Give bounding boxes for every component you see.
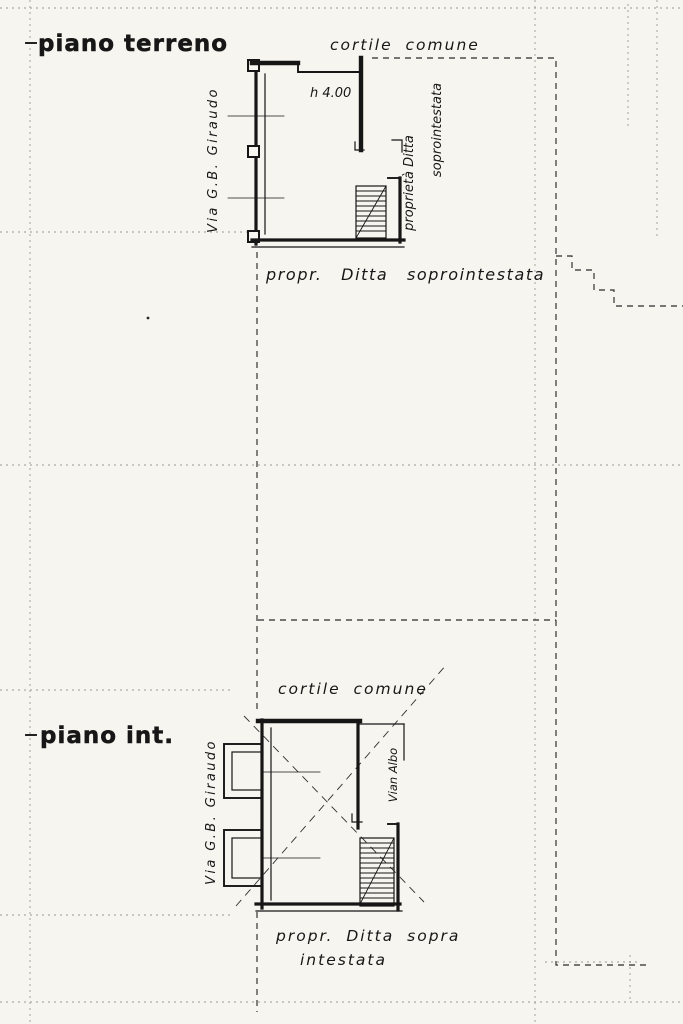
property-boundary-dashed	[256, 57, 683, 1012]
basement-street-label: Via G.B. Giraudo	[204, 739, 219, 885]
ground-street-label: Via G.B. Giraudo	[206, 87, 221, 233]
ground-floor-walls	[227, 55, 406, 248]
basement-side-label: Vian Albo	[386, 748, 400, 802]
diagonal-cross-line-1	[235, 663, 448, 907]
ground-owner-label-line1: proprietà Ditta	[402, 135, 417, 232]
basement-plan: piano int. cortile comune Via G.B. Girau…	[25, 663, 460, 969]
basement-staircase	[359, 837, 395, 907]
ground-caption: propr. Ditta soprointestata	[265, 265, 545, 284]
stray-ink-dot	[146, 316, 150, 320]
ground-owner-label-line2: soprointestata	[430, 83, 445, 177]
ground-floor-staircase	[355, 185, 387, 239]
ground-floor-title: piano terreno	[38, 31, 228, 57]
ceiling-height-label: h 4.00	[310, 86, 351, 101]
basement-caption-line2: intestata	[300, 951, 387, 969]
basement-caption-line1: propr. Ditta sopra	[275, 927, 460, 945]
basement-walls	[223, 718, 405, 912]
basement-title: piano int.	[40, 723, 174, 749]
basement-courtyard-label: cortile comune	[278, 680, 428, 698]
ground-courtyard-label: cortile comune	[330, 36, 480, 54]
ground-floor-plan: piano terreno cortile comune h 4.00 Via …	[25, 31, 545, 284]
